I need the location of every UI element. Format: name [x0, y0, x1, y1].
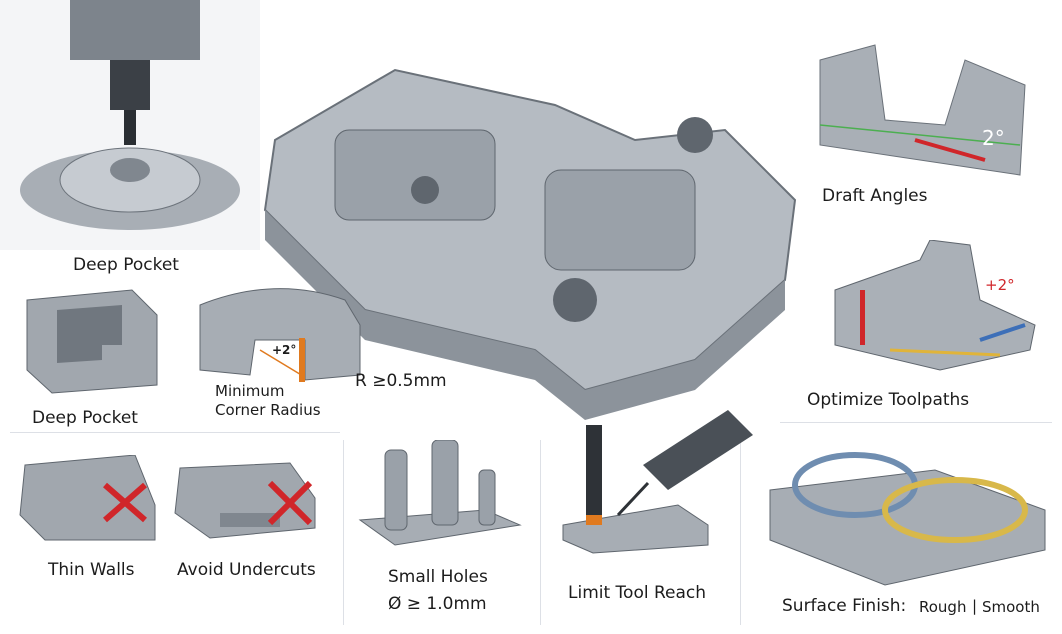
toolpath-angle-label: +2° — [985, 276, 1015, 294]
deep-pocket-label-top: Deep Pocket — [73, 255, 179, 275]
optimize-toolpaths-label: Optimize Toolpaths — [807, 390, 970, 410]
draft-angles-illustration — [819, 44, 1026, 176]
divider — [343, 440, 344, 625]
deep-pocket-illustration — [26, 289, 158, 394]
corner-radius-illustration — [199, 288, 361, 382]
surface-finish-illustration — [769, 452, 1046, 586]
finish-separator: | — [972, 597, 978, 615]
small-holes-label: Small Holes — [388, 567, 488, 587]
min-corner-radius-line1: Minimum — [215, 382, 285, 400]
corner-angle-label: +2° — [272, 343, 297, 357]
avoid-undercuts-label: Avoid Undercuts — [177, 560, 316, 580]
min-corner-radius-line2: Corner Radius — [215, 401, 321, 419]
divider — [740, 440, 741, 625]
divider — [540, 440, 541, 625]
thin-walls-label: Thin Walls — [48, 560, 135, 580]
limit-tool-reach-illustration — [562, 410, 753, 554]
deep-pocket-label-mid: Deep Pocket — [32, 408, 138, 428]
divider — [780, 422, 1052, 423]
smooth-label: Smooth — [982, 598, 1040, 616]
small-holes-value: Ø ≥ 1.0mm — [388, 594, 487, 614]
limit-tool-reach-label: Limit Tool Reach — [568, 583, 707, 603]
thin-walls-illustration — [19, 455, 156, 541]
rough-label: Rough — [919, 598, 967, 616]
draft-angles-label: Draft Angles — [822, 186, 928, 206]
avoid-undercuts-illustration — [174, 462, 316, 539]
optimize-toolpaths-illustration — [834, 240, 1036, 371]
draft-angle-value: 2° — [982, 126, 1005, 150]
surface-finish-label: Surface Finish: — [782, 596, 907, 616]
corner-radius-value: R ≥0.5mm — [355, 371, 447, 391]
divider — [10, 432, 340, 433]
machined-plate-illustration — [263, 68, 797, 420]
small-holes-illustration — [358, 440, 522, 546]
milling-impeller-illustration — [0, 0, 260, 250]
